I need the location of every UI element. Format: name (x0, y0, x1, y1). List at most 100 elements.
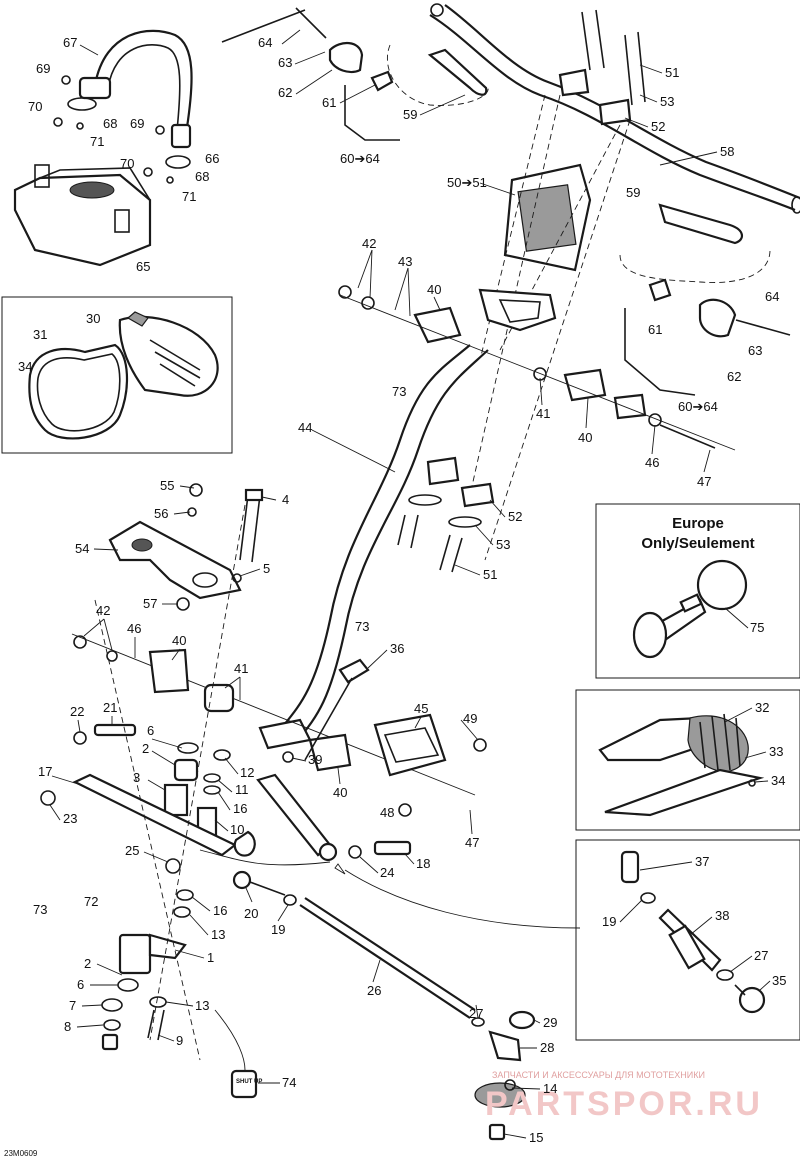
callout: 16 (233, 801, 247, 816)
callout: 38 (715, 908, 729, 923)
callout: 48 (380, 805, 394, 820)
callout-labels: 67 69 70 68 71 69 66 70 68 71 65 64 63 6… (18, 35, 786, 1145)
callout: 16 (213, 903, 227, 918)
callout: 34 (18, 359, 32, 374)
europe-note-line2: Only/Seulement (641, 535, 754, 552)
callout: 63 (748, 343, 762, 358)
callout-leaders (49, 29, 771, 1139)
callout: 28 (540, 1040, 554, 1055)
callout: 34 (771, 773, 785, 788)
callout: 6 (147, 723, 154, 738)
callout: 2 (84, 956, 91, 971)
callout: 1 (207, 950, 214, 965)
callout: 54 (75, 541, 89, 556)
callout: 27 (469, 1006, 483, 1021)
callout: 7 (69, 998, 76, 1013)
callout: 73 (33, 902, 47, 917)
stamp-text: SHUT UP (236, 1079, 262, 1085)
callout: 69 (130, 116, 144, 131)
callout: 41 (234, 661, 248, 676)
callout: 63 (278, 55, 292, 70)
callout: 73 (392, 384, 406, 399)
drawing-code: 23M0609 (4, 1149, 38, 1158)
callout: 40 (427, 282, 441, 297)
stamp-icon: SHUT UP (230, 1069, 262, 1099)
callout: 6 (77, 977, 84, 992)
callout: 36 (390, 641, 404, 656)
callout: 40 (578, 430, 592, 445)
steering-arm-assembly (40, 504, 256, 1071)
callout: 9 (176, 1033, 183, 1048)
callout: 72 (84, 894, 98, 909)
callout: 52 (508, 509, 522, 524)
callout: 25 (125, 843, 139, 858)
callout: 50➔51 (447, 175, 487, 190)
europe-note-line1: Europe (672, 515, 724, 532)
inset-frame-tierod (575, 839, 800, 1041)
callout: 40 (333, 785, 347, 800)
inset-frame-boot (575, 689, 800, 831)
callout: 20 (244, 906, 258, 921)
steering-support-bracket (108, 483, 264, 611)
tie-rod-assembly (232, 870, 536, 1141)
callout: 2 (142, 741, 149, 756)
callout: 53 (496, 537, 510, 552)
callout: 5 (263, 561, 270, 576)
callout: 67 (63, 35, 77, 50)
lower-column-clamp (397, 456, 495, 573)
callout: 21 (103, 700, 117, 715)
callout: 10 (230, 822, 244, 837)
callout: 37 (695, 854, 709, 869)
callout: 70 (28, 99, 42, 114)
callout: 55 (160, 478, 174, 493)
callout: 71 (182, 189, 196, 204)
callout: 8 (64, 1019, 71, 1034)
callout: 19 (271, 922, 285, 937)
callout: 3 (133, 770, 140, 785)
callout: 46 (645, 455, 659, 470)
callout: 41 (536, 406, 550, 421)
steering-lower-linkage (71, 633, 487, 862)
callout: 14 (543, 1081, 557, 1096)
steering-boot-part (598, 713, 765, 817)
callout: 49 (463, 711, 477, 726)
watermark-brand: PARTSPOR.RU (485, 1085, 763, 1123)
callout: 24 (380, 865, 394, 880)
callout: 40 (172, 633, 186, 648)
callout: 51 (665, 65, 679, 80)
callout: 59 (626, 185, 640, 200)
callout: 60➔64 (678, 399, 718, 414)
callout: 31 (33, 327, 47, 342)
callout: 53 (660, 94, 674, 109)
callout: 27 (754, 948, 768, 963)
grab-handle-assembly (13, 29, 193, 267)
callout: 70 (120, 156, 134, 171)
callout: 65 (136, 259, 150, 274)
callout: 4 (282, 492, 289, 507)
callout: 51 (483, 567, 497, 582)
inset-frame-europe (595, 503, 800, 679)
callout: 17 (38, 764, 52, 779)
callout: 15 (529, 1130, 543, 1145)
callout: 26 (367, 983, 381, 998)
steering-column-tube (258, 344, 489, 750)
callout: 35 (772, 973, 786, 988)
callout: 12 (240, 765, 254, 780)
callout: 22 (70, 704, 84, 719)
callout: 45 (414, 701, 428, 716)
callout: 66 (205, 151, 219, 166)
callout: 60➔64 (340, 151, 380, 166)
callout: 61 (322, 95, 336, 110)
callout: 42 (362, 236, 376, 251)
callout: 57 (143, 596, 157, 611)
callout: 29 (543, 1015, 557, 1030)
lower-leader (199, 849, 331, 866)
callout: 44 (298, 420, 312, 435)
callout: 59 (403, 107, 417, 122)
callout: 68 (195, 169, 209, 184)
callout: 74 (282, 1075, 296, 1090)
callout: 11 (235, 782, 249, 797)
callout: 43 (398, 254, 412, 269)
callout: 23 (63, 811, 77, 826)
